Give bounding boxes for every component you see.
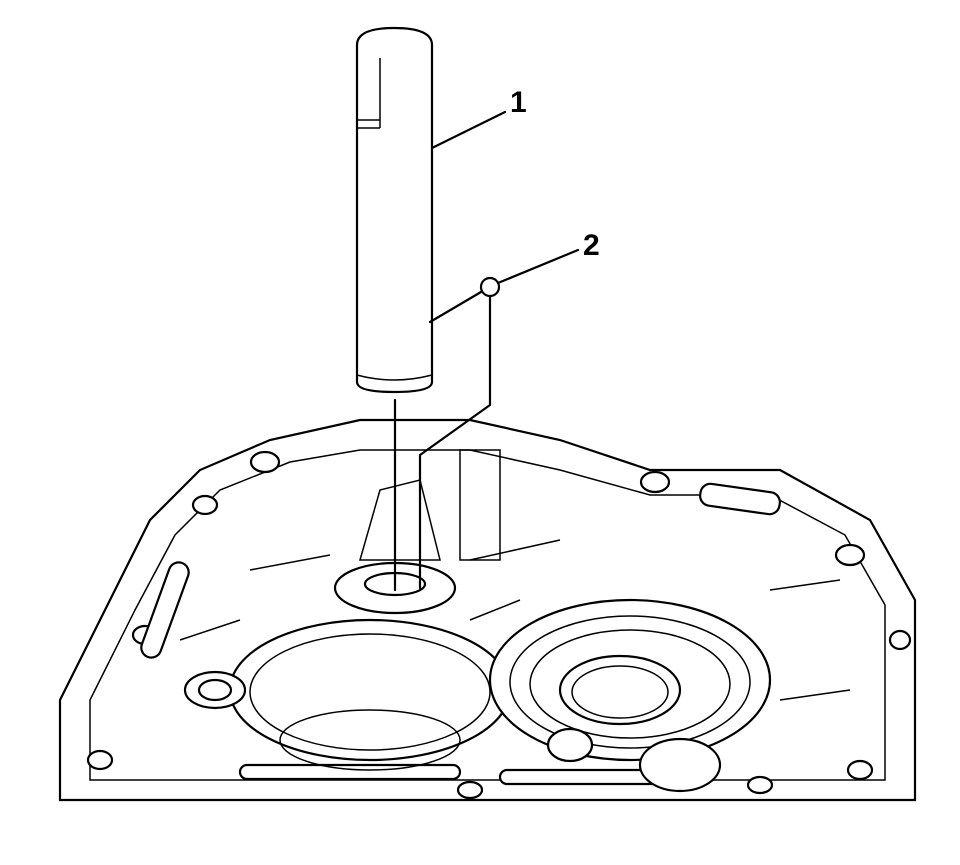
- right-bore: [488, 598, 772, 762]
- alignment-lines: [393, 290, 492, 592]
- callout-2: 2: [496, 229, 600, 285]
- check-ball: [479, 276, 501, 298]
- install-tool-pin: [355, 26, 434, 394]
- callout-1: 1: [430, 86, 527, 150]
- transmission-housing: [58, 418, 917, 802]
- bolt-holes: [86, 450, 912, 800]
- callout-label-1: 1: [510, 86, 527, 119]
- callout-label-2: 2: [583, 229, 600, 262]
